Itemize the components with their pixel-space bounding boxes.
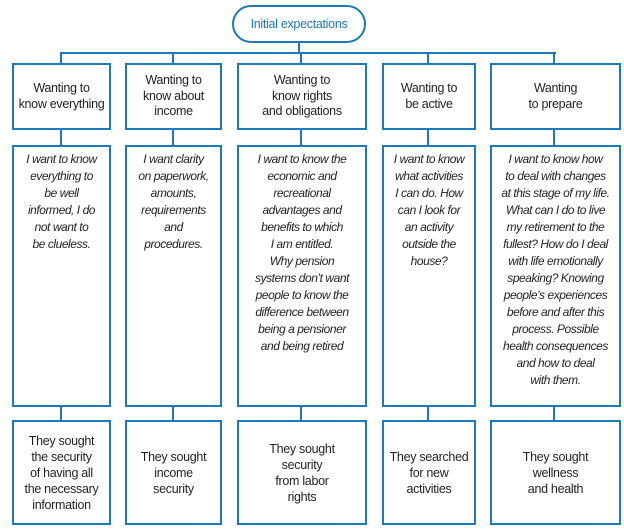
outcome-node-be-active: They searched for new activities [382, 420, 476, 525]
connector-stub [553, 52, 555, 64]
connector-stub [553, 129, 555, 146]
connector-stub [172, 406, 174, 421]
root-node-initial-expectations: Initial expectations [232, 5, 366, 43]
header-node-know-about-income: Wanting to know about income [125, 63, 222, 130]
header-node-to-prepare: Wanting to prepare [490, 63, 621, 130]
quote-node-rights-obligations: I want to know the economic and recreati… [237, 145, 367, 407]
quote-node-be-active: I want to know what activities I can do.… [382, 145, 476, 407]
outcome-node-know-everything: They sought the security of having all t… [12, 420, 111, 525]
outcome-node-rights-obligations: They sought security from labor rights [237, 420, 367, 525]
connector-stub [172, 52, 174, 64]
connector-stub [427, 406, 429, 421]
outcome-node-to-prepare: They sought wellness and health [490, 420, 621, 525]
header-node-know-everything: Wanting to know everything [12, 63, 111, 130]
connector-stub [60, 406, 62, 421]
connector-root-trunk [298, 42, 300, 54]
header-node-rights-obligations: Wanting to know rights and obligations [237, 63, 367, 130]
header-node-be-active: Wanting to be active [382, 63, 476, 130]
quote-node-know-about-income: I want clarity on paperwork, amounts, re… [125, 145, 222, 407]
connector-stub [427, 52, 429, 64]
connector-stub [300, 129, 302, 146]
connector-stub [427, 129, 429, 146]
quote-node-to-prepare: I want to know how to deal with changes … [490, 145, 621, 407]
connector-bus-line [61, 52, 556, 54]
connector-stub [300, 52, 302, 64]
connector-stub [60, 129, 62, 146]
connector-stub [300, 406, 302, 421]
outcome-node-know-about-income: They sought income security [125, 420, 222, 525]
connector-stub [172, 129, 174, 146]
quote-node-know-everything: I want to know everything to be well inf… [12, 145, 111, 407]
connector-stub [60, 52, 62, 64]
connector-stub [553, 406, 555, 421]
